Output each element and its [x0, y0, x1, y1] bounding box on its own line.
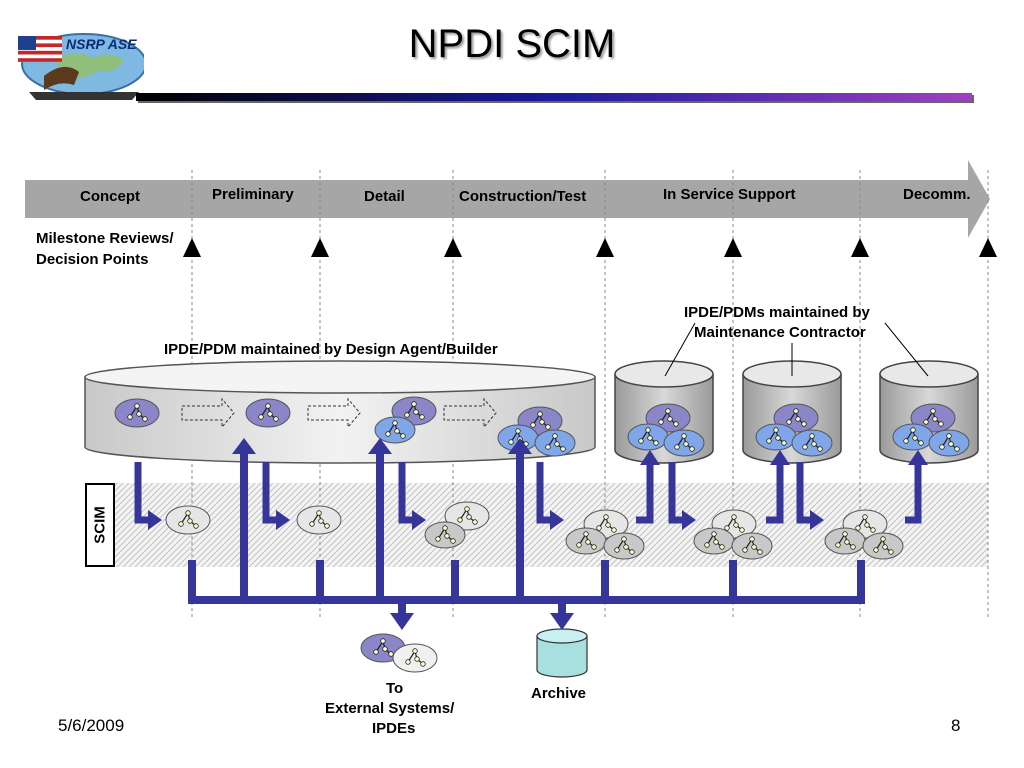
model-icon [392, 643, 438, 673]
model-icon [862, 532, 904, 560]
phase-detail: Detail [364, 188, 405, 205]
phase-construction-test: Construction/Test [459, 188, 587, 205]
phase-concept: Concept [80, 188, 140, 205]
external-label-line1: To [386, 680, 404, 697]
model-icon [663, 429, 705, 457]
phase-in-service-support: In Service Support [663, 186, 796, 203]
footer-date: 5/6/2009 [58, 716, 125, 735]
model-icon [731, 532, 773, 560]
milestone-markers [183, 238, 997, 257]
repository-to-scim-arrows [134, 462, 812, 524]
model-icon [755, 423, 797, 451]
model-icon [444, 501, 490, 531]
model-icon [603, 532, 645, 560]
scim-box: SCIM [85, 483, 115, 567]
model-icon [565, 527, 607, 555]
footer-page-number: 8 [951, 716, 961, 735]
maintenance-label-line1: IPDE/PDMs maintained by [684, 304, 870, 321]
design-agent-repository [84, 360, 596, 464]
nsrp-ase-logo [18, 33, 144, 100]
model-icon [424, 521, 466, 549]
page-title: NPDI SCIM [408, 22, 616, 66]
phase-preliminary: Preliminary [212, 186, 294, 203]
design-agent-label: IPDE/PDM maintained by Design Agent/Buil… [164, 341, 498, 358]
model-icon [791, 429, 833, 457]
scim-to-repository-arrows [636, 462, 922, 524]
title-rule [136, 93, 974, 103]
model-icon [374, 416, 416, 444]
milestone-label-line2: Decision Points [36, 251, 149, 268]
model-icon [627, 423, 669, 451]
model-icon [245, 398, 291, 428]
scim-label: SCIM [91, 506, 109, 544]
model-icon [928, 429, 970, 457]
milestone-label-line1: Milestone Reviews/ [36, 230, 174, 247]
logo-text: NSRP ASE [66, 36, 137, 52]
timeline-arrow [25, 160, 990, 238]
model-icon [693, 527, 735, 555]
callout-lines [664, 322, 929, 377]
model-icon [892, 423, 934, 451]
archive-cylinder [536, 628, 588, 678]
model-icon [114, 398, 160, 428]
maintenance-label-line2: Maintenance Contractor [694, 324, 866, 341]
blue-flow-arrows [188, 438, 865, 630]
external-label-line2: External Systems/ [325, 700, 455, 717]
dashed-flow-arrows [181, 397, 497, 429]
model-icon [824, 527, 866, 555]
model-icon [534, 429, 576, 457]
model-icon [296, 505, 342, 535]
model-icons [114, 396, 970, 673]
phase-decomm: Decomm. [903, 186, 971, 203]
repository-to-scim-arrowheads [148, 510, 824, 530]
model-icon [165, 505, 211, 535]
scim-to-repository-arrowheads [640, 450, 928, 465]
archive-label: Archive [531, 685, 587, 702]
external-label-line3: IPDEs [372, 720, 416, 737]
model-icon [711, 509, 757, 539]
